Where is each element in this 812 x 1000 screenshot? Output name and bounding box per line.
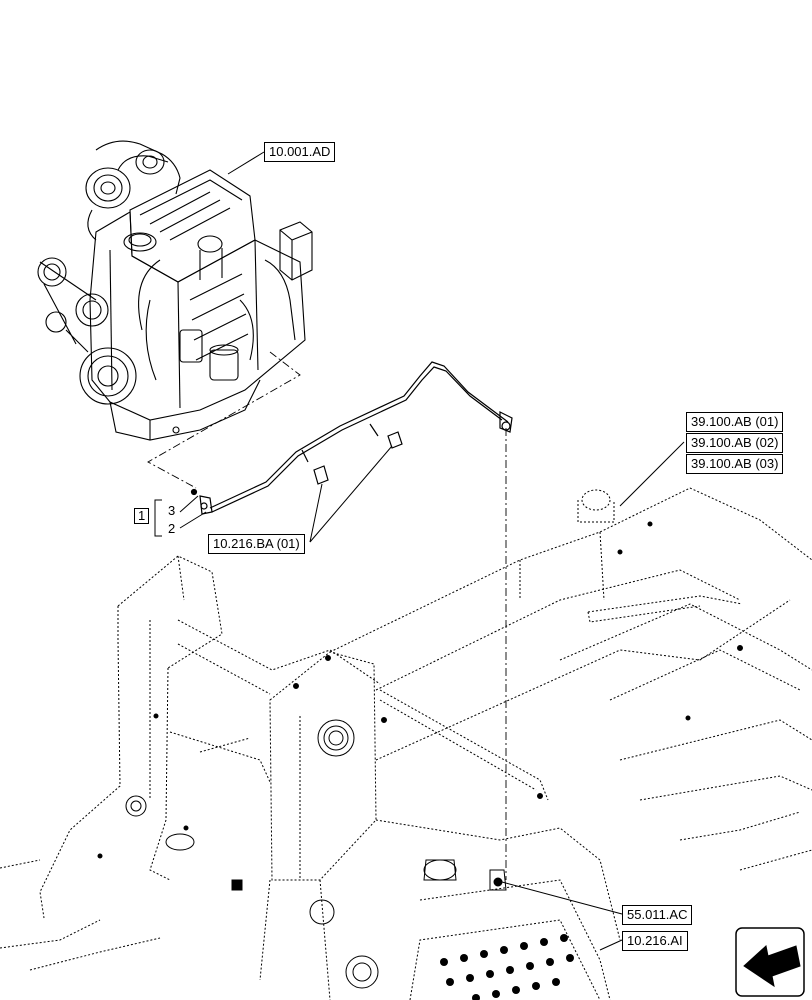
tank-pattern xyxy=(440,934,574,1000)
ref-pipe-clip[interactable]: 10.216.BA (01) xyxy=(208,534,305,554)
ref-tank[interactable]: 10.216.AI xyxy=(622,931,688,951)
ref-cab-group-1[interactable]: 39.100.AB (01) xyxy=(686,412,784,432)
callout-group: 1 xyxy=(134,508,150,524)
engine-illustration xyxy=(37,140,313,441)
view-arrow-icon xyxy=(735,927,805,997)
construction-lines xyxy=(147,351,507,880)
callout-item-2: 2 xyxy=(168,521,176,536)
ref-sensor[interactable]: 55.011.AC xyxy=(622,905,693,925)
fuel-pipe xyxy=(190,361,513,515)
ref-cab-group-2[interactable]: 39.100.AB (02) xyxy=(686,433,784,453)
ref-engine[interactable]: 10.001.AD xyxy=(264,142,336,162)
frame-details xyxy=(97,521,743,1000)
leader-lines xyxy=(154,151,685,951)
ref-cab-group-3[interactable]: 39.100.AB (03) xyxy=(686,454,784,474)
machine-frame xyxy=(0,487,812,1000)
callout-item-3: 3 xyxy=(168,503,176,518)
